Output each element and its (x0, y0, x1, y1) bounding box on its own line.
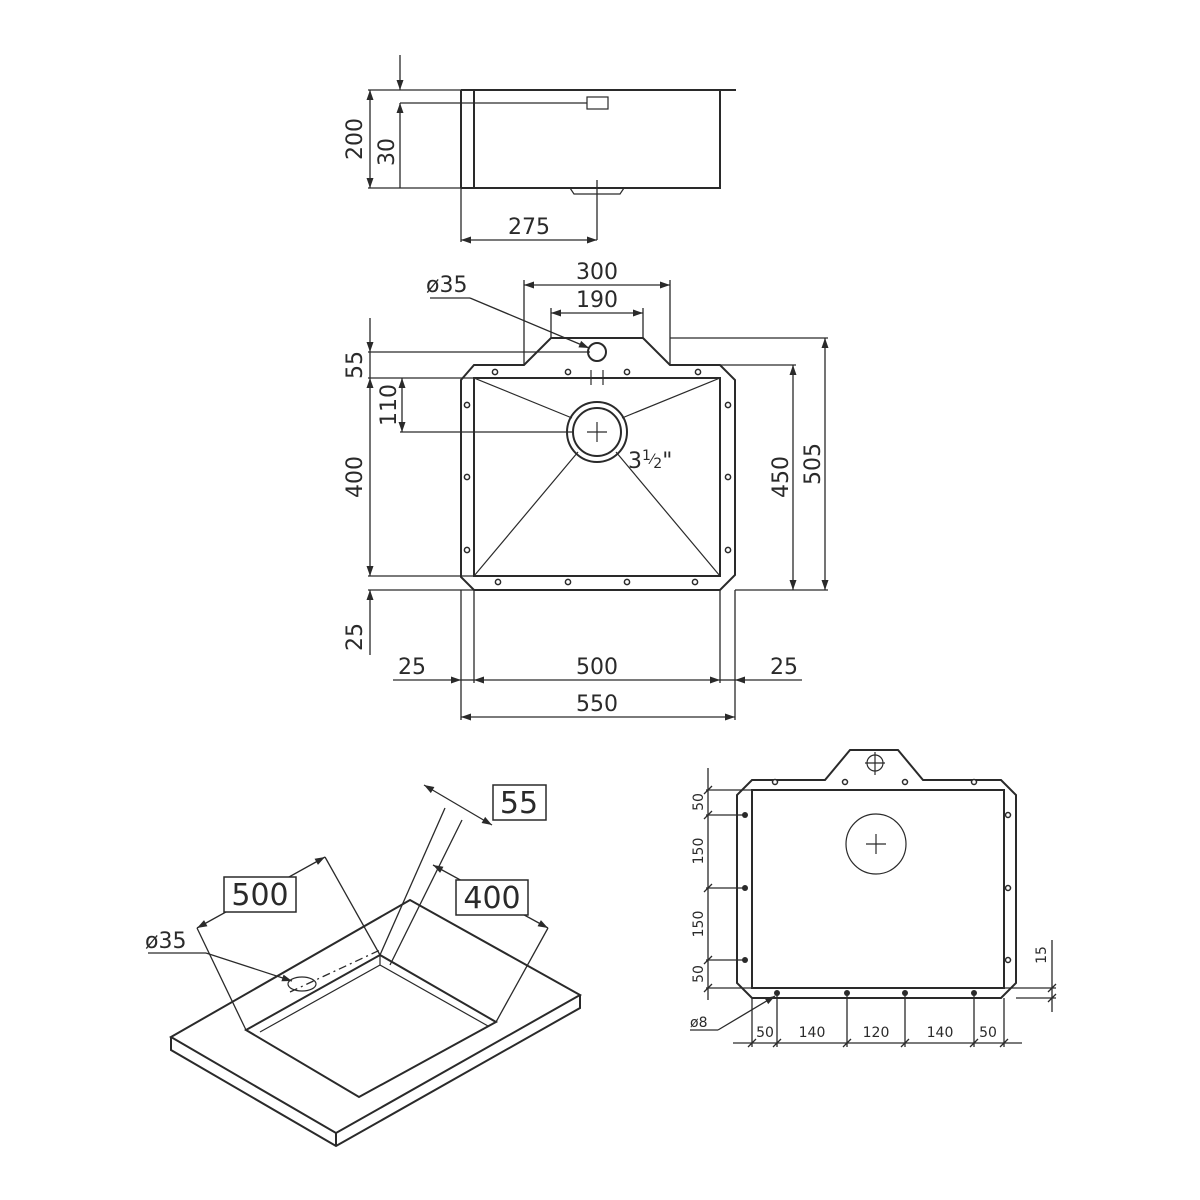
mounting-hole (694, 368, 702, 376)
iso-faucet-hole (287, 976, 317, 992)
dim-text-190: 190 (576, 288, 618, 313)
dim-text-200: 200 (343, 118, 368, 160)
iso-dim-box-55 (492, 784, 547, 821)
mount-right-ticks (1047, 983, 1057, 1003)
mount-hole (771, 778, 779, 786)
mount-left-dim-1: 50 (691, 793, 707, 811)
mounting-hole (491, 368, 499, 376)
dim-text-25-right: 25 (770, 655, 798, 680)
iso-dim-line-55 (423, 784, 493, 826)
slope-line (615, 451, 721, 577)
mount-flange-holes (771, 778, 1012, 964)
top-view: ø35 300 190 55 110 400 25 (343, 260, 829, 721)
dim-text-25-left: 25 (398, 655, 426, 680)
mounting-hole (724, 546, 732, 554)
dim-text-450: 450 (769, 456, 794, 498)
mount-hole (970, 778, 978, 786)
dim-text-25-rim: 25 (343, 623, 368, 651)
mounting-hole (564, 368, 572, 376)
dim-text-55: 55 (343, 351, 368, 379)
label-faucet-hole: ø35 (426, 273, 467, 298)
mount-hole (1004, 811, 1012, 819)
side-body-outline (473, 89, 721, 189)
iso-dim-text-400: 400 (463, 881, 520, 916)
drain-size-whole: 3 (628, 449, 642, 474)
ledge-ext (389, 819, 463, 966)
mounting-hole (463, 401, 471, 409)
mounting-hole (623, 578, 631, 586)
mounting-hole (691, 578, 699, 586)
iso-faucet-centerline (289, 949, 381, 993)
sink-inner-wall (259, 955, 381, 1033)
side-view: 200 30 275 (343, 55, 736, 244)
mount-bottom-dim-5: 50 (979, 1025, 997, 1041)
mount-left-ticks (703, 785, 713, 993)
mount-left-dim-3: 150 (691, 911, 707, 938)
mount-hole (1004, 956, 1012, 964)
mounting-holes (463, 368, 732, 586)
dim-text-30: 30 (375, 138, 400, 166)
drain-size-den: 2 (653, 456, 662, 472)
mount-leader-clip-arrow (717, 995, 776, 1031)
mount-left-dim-4: 50 (691, 965, 707, 983)
iso-leader-faucet-arrow (205, 952, 293, 982)
mount-bottom-ticks (747, 1038, 1009, 1048)
dim-text-300: 300 (576, 260, 618, 285)
sink-inner-wall (379, 964, 489, 1027)
mount-bottom-dim-2: 140 (799, 1025, 826, 1041)
mounting-hole (494, 578, 502, 586)
drain-size-num: 1 (642, 448, 651, 464)
iso-dim-box-400 (455, 879, 529, 916)
dim-text-505: 505 (801, 443, 826, 485)
mount-outline (736, 749, 1017, 999)
dim-text-275: 275 (508, 215, 550, 240)
iso-ext-500-left (196, 927, 247, 1031)
iso-dim-text-55: 55 (500, 786, 538, 821)
mount-bowl (751, 789, 1005, 989)
dim-text-500: 500 (576, 655, 618, 680)
drain-size-inch: " (662, 449, 672, 474)
countertop-edge (170, 995, 581, 1148)
mount-label-clip-hole: ø8 (690, 1015, 707, 1031)
iso-dim-text-500: 500 (231, 878, 288, 913)
mounting-hole (463, 546, 471, 554)
drain-size-label: 31⁄2" (628, 448, 672, 474)
isometric-view: 55 500 400 ø35 (145, 784, 583, 1148)
overflow-slot (586, 96, 609, 110)
dim-text-400: 400 (343, 456, 368, 498)
mount-bottom-dim-4: 140 (927, 1025, 954, 1041)
mounting-hole (623, 368, 631, 376)
mount-hole (841, 778, 849, 786)
mount-clip-studs (742, 812, 977, 996)
mounting-view: 50 150 150 50 50 140 120 140 50 15 ø8 (690, 749, 1057, 1048)
mount-hole (901, 778, 909, 786)
faucet-hole (587, 342, 607, 362)
mount-bottom-dim-1: 50 (756, 1025, 774, 1041)
slope-line (621, 377, 721, 419)
iso-label-faucet-hole: ø35 (145, 929, 186, 954)
mount-left-dim-2: 150 (691, 838, 707, 865)
mount-hole (1004, 884, 1012, 892)
ledge-ext (379, 807, 446, 956)
mount-bottom-dim-3: 120 (863, 1025, 890, 1041)
mount-drain (845, 813, 907, 875)
drain-inner (572, 407, 622, 457)
slope-line (473, 377, 573, 419)
mounting-hole (564, 578, 572, 586)
flange-outline (460, 337, 736, 591)
slope-line (473, 451, 579, 577)
countertop-top (169, 898, 583, 1135)
mount-right-dim: 15 (1034, 946, 1050, 964)
dim-text-550: 550 (576, 692, 618, 717)
mounting-hole (463, 473, 471, 481)
iso-ext-500-right (324, 856, 381, 956)
mounting-hole (724, 401, 732, 409)
dim-text-110: 110 (377, 384, 402, 426)
leader-faucet-arrow (469, 297, 590, 349)
iso-dim-box-500 (223, 876, 297, 913)
iso-ext-400 (495, 927, 549, 1023)
mounting-hole (724, 473, 732, 481)
